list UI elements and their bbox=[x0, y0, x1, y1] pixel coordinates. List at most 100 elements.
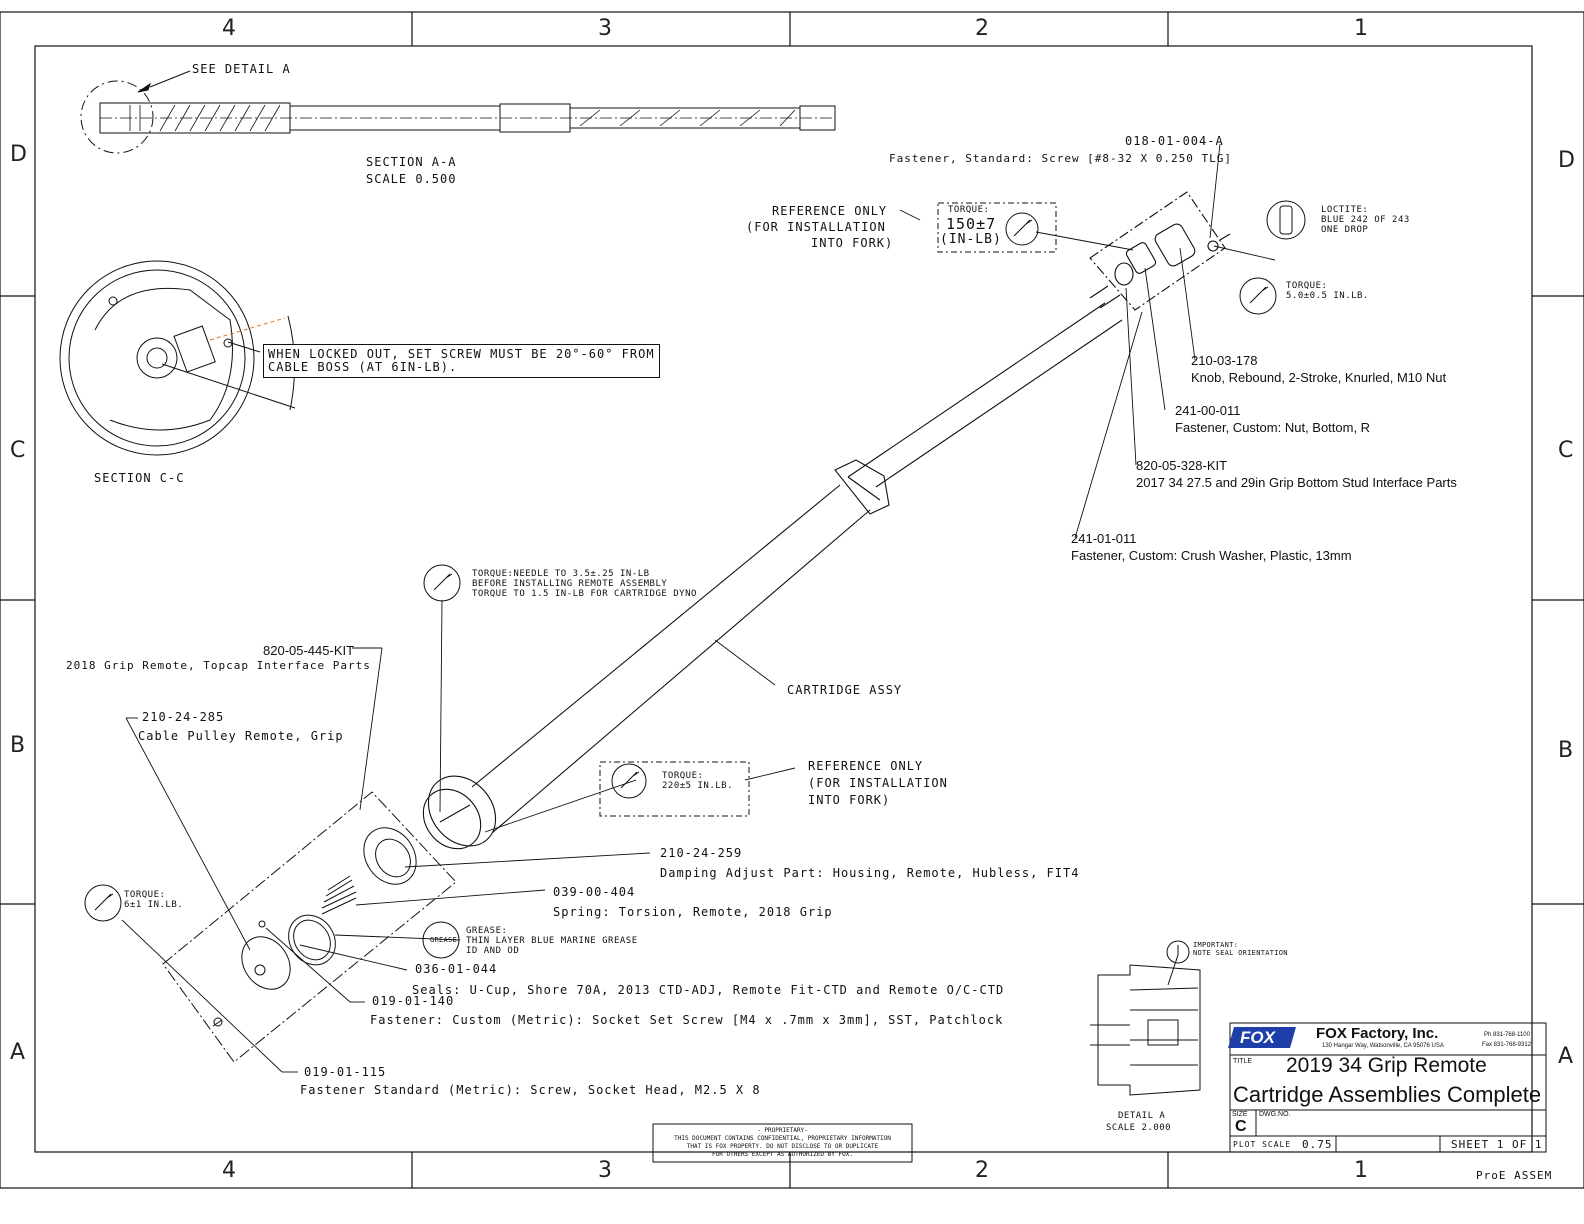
zone-left-d: D bbox=[10, 142, 27, 167]
zone-left-a: A bbox=[10, 1040, 26, 1065]
zone-bottom-2: 2 bbox=[975, 1158, 989, 1183]
callout-icons bbox=[84, 200, 1306, 964]
see-detail-label: SEE DETAIL A bbox=[192, 62, 291, 76]
zone-left-b: B bbox=[10, 733, 26, 758]
detail-a-scale: SCALE 2.000 bbox=[1106, 1123, 1172, 1133]
important-note-2: NOTE SEAL ORIENTATION bbox=[1193, 949, 1288, 957]
sheet-border bbox=[0, 11, 1584, 1189]
important-note-1: IMPORTANT: bbox=[1193, 941, 1239, 949]
section-aa-title: SECTION A-A bbox=[366, 155, 457, 169]
ref-mid-line-3: INTO FORK) bbox=[808, 793, 891, 807]
loctite-icon bbox=[1266, 200, 1306, 240]
ref-mid-line-1: REFERENCE ONLY bbox=[808, 759, 924, 773]
zone-right-d: D bbox=[1558, 148, 1575, 173]
section-cc-view bbox=[59, 260, 296, 456]
torque-mid-value: 220±5 IN.LB. bbox=[662, 781, 734, 791]
torque-mid-label: TORQUE: bbox=[662, 771, 704, 781]
zone-left-c: C bbox=[10, 438, 26, 463]
needle-note-3: TORQUE TO 1.5 IN-LB FOR CARTRIDGE DYNO bbox=[472, 589, 697, 599]
zone-top-1: 1 bbox=[1354, 16, 1368, 41]
company-address: 130 Hangar Way, Watsonville, CA 95076 US… bbox=[1322, 1043, 1444, 1049]
detail-a-title: DETAIL A bbox=[1118, 1111, 1166, 1121]
part-039-desc: Spring: Torsion, Remote, 2018 Grip bbox=[553, 905, 833, 919]
proprietary-notice: - PROPRIETARY- THIS DOCUMENT CONTAINS CO… bbox=[655, 1127, 910, 1159]
drawing-title-line-2: Cartridge Assemblies Complete bbox=[1233, 1082, 1542, 1107]
torque-top-value: 150±7 bbox=[946, 215, 997, 233]
grease-note-1: GREASE: bbox=[466, 926, 508, 936]
plot-scale-value: 0.75 bbox=[1302, 1138, 1333, 1151]
sheet-number: SHEET 1 OF 1 bbox=[1451, 1138, 1543, 1151]
grease-icon bbox=[422, 921, 460, 959]
part-820-445-number: 820-05-445-KIT bbox=[263, 643, 355, 658]
plot-scale-label: PLOT SCALE bbox=[1233, 1140, 1292, 1149]
part-019-115-number: 019-01-115 bbox=[304, 1065, 387, 1079]
wrench-icon-small bbox=[84, 884, 122, 922]
important-icon bbox=[1166, 940, 1190, 964]
part-019-140-number: 019-01-140 bbox=[372, 994, 455, 1008]
part-019-140-desc: Fastener: Custom (Metric): Socket Set Sc… bbox=[370, 1013, 1004, 1027]
locked-out-line-2: CABLE BOSS (AT 6IN-LB). bbox=[268, 360, 458, 375]
grease-note-2: THIN LAYER BLUE MARINE GREASE bbox=[466, 936, 638, 946]
zone-right-a: A bbox=[1558, 1044, 1574, 1069]
title-label: TITLE bbox=[1233, 1058, 1253, 1065]
part-036-desc: Seals: U-Cup, Shore 70A, 2013 CTD-ADJ, R… bbox=[412, 983, 1005, 997]
locked-out-note: WHEN LOCKED OUT, SET SCREW MUST BE 20°-6… bbox=[263, 344, 660, 379]
wrench-icon-top bbox=[1005, 212, 1039, 246]
ref-top-line-1: REFERENCE ONLY bbox=[772, 204, 888, 218]
torque-top-unit: (IN-LB) bbox=[940, 232, 1002, 247]
needle-note-2: BEFORE INSTALLING REMOTE ASSEMBLY bbox=[472, 579, 668, 589]
ref-top-line-3: INTO FORK) bbox=[811, 236, 894, 250]
part-036-number: 036-01-044 bbox=[415, 962, 498, 976]
torque-screw-label: TORQUE: bbox=[1286, 281, 1328, 291]
proprietary-line-1: - PROPRIETARY- bbox=[757, 1127, 808, 1134]
detail-a-view bbox=[1090, 954, 1201, 1096]
ref-mid-line-2: (FOR INSTALLATION bbox=[808, 776, 948, 790]
zone-top-3: 3 bbox=[598, 16, 612, 41]
zone-right-c: C bbox=[1558, 438, 1574, 463]
zone-bottom-1: 1 bbox=[1354, 1158, 1368, 1183]
loctite-line-3: ONE DROP bbox=[1321, 225, 1369, 235]
part-210-259-desc: Damping Adjust Part: Housing, Remote, Hu… bbox=[660, 866, 1080, 880]
part-210-285-desc: Cable Pulley Remote, Grip bbox=[138, 729, 344, 743]
drawing-title-line-1: 2019 34 Grip Remote bbox=[1286, 1054, 1487, 1077]
part-820-328-number: 820-05-328-KIT bbox=[1136, 458, 1228, 473]
zone-right-b: B bbox=[1558, 738, 1574, 763]
part-241-01-desc: Fastener, Custom: Crush Washer, Plastic,… bbox=[1071, 548, 1352, 563]
torque-top-label: TORQUE: bbox=[948, 205, 990, 215]
part-241-01-number: 241-01-011 bbox=[1071, 531, 1137, 546]
part-820-445-desc: 2018 Grip Remote, Topcap Interface Parts bbox=[66, 659, 371, 672]
leader-lines bbox=[121, 143, 1276, 1073]
part-210-178-number: 210-03-178 bbox=[1191, 353, 1258, 368]
reference-boxes bbox=[599, 202, 1057, 817]
section-aa-scale: SCALE 0.500 bbox=[366, 172, 457, 186]
part-210-285-number: 210-24-285 bbox=[142, 710, 225, 724]
part-241-00-desc: Fastener, Custom: Nut, Bottom, R bbox=[1175, 420, 1371, 435]
size-value: C bbox=[1235, 1118, 1247, 1135]
torque-screw-value: 5.0±0.5 IN.LB. bbox=[1286, 291, 1369, 301]
zone-top-4: 4 bbox=[222, 16, 236, 41]
zone-top-2: 2 bbox=[975, 16, 989, 41]
proprietary-line-3: THAT IS FOX PROPERTY. DO NOT DISCLOSE TO… bbox=[686, 1143, 879, 1150]
dwg-no-label: DWG.NO. bbox=[1259, 1111, 1291, 1118]
locked-out-line-1: WHEN LOCKED OUT, SET SCREW MUST BE 20°-6… bbox=[268, 347, 655, 361]
grease-icon-text: GREASE bbox=[430, 936, 458, 944]
proprietary-line-2: THIS DOCUMENT CONTAINS CONFIDENTIAL, PRO… bbox=[674, 1135, 891, 1142]
grease-note-3: ID AND OD bbox=[466, 946, 520, 956]
part-210-178-desc: Knob, Rebound, 2-Stroke, Knurled, M10 Nu… bbox=[1191, 370, 1447, 385]
part-019-115-desc: Fastener Standard (Metric): Screw, Socke… bbox=[300, 1083, 761, 1097]
section-aa-view bbox=[80, 70, 836, 154]
loctite-line-2: BLUE 242 OF 243 bbox=[1321, 215, 1410, 225]
wrench-icon-needle bbox=[423, 564, 461, 602]
part-018-number: 018-01-004-A bbox=[1125, 134, 1224, 148]
loctite-line-1: LOCTITE: bbox=[1321, 205, 1369, 215]
wrench-icon-screw bbox=[1239, 277, 1277, 315]
company-name: FOX Factory, Inc. bbox=[1316, 1025, 1439, 1042]
title-block bbox=[652, 1022, 1547, 1163]
part-820-328-desc: 2017 34 27.5 and 29in Grip Bottom Stud I… bbox=[1136, 475, 1457, 490]
section-cc-title: SECTION C-C bbox=[94, 471, 185, 485]
part-039-number: 039-00-404 bbox=[553, 885, 636, 899]
needle-note-1: TORQUE:NEEDLE TO 3.5±.25 IN-LB bbox=[472, 569, 650, 579]
torque-small-value: 6±1 IN.LB. bbox=[124, 900, 184, 910]
cartridge-assy-view bbox=[422, 191, 1231, 850]
company-phone: Ph 831-768-1100 bbox=[1484, 1032, 1530, 1038]
